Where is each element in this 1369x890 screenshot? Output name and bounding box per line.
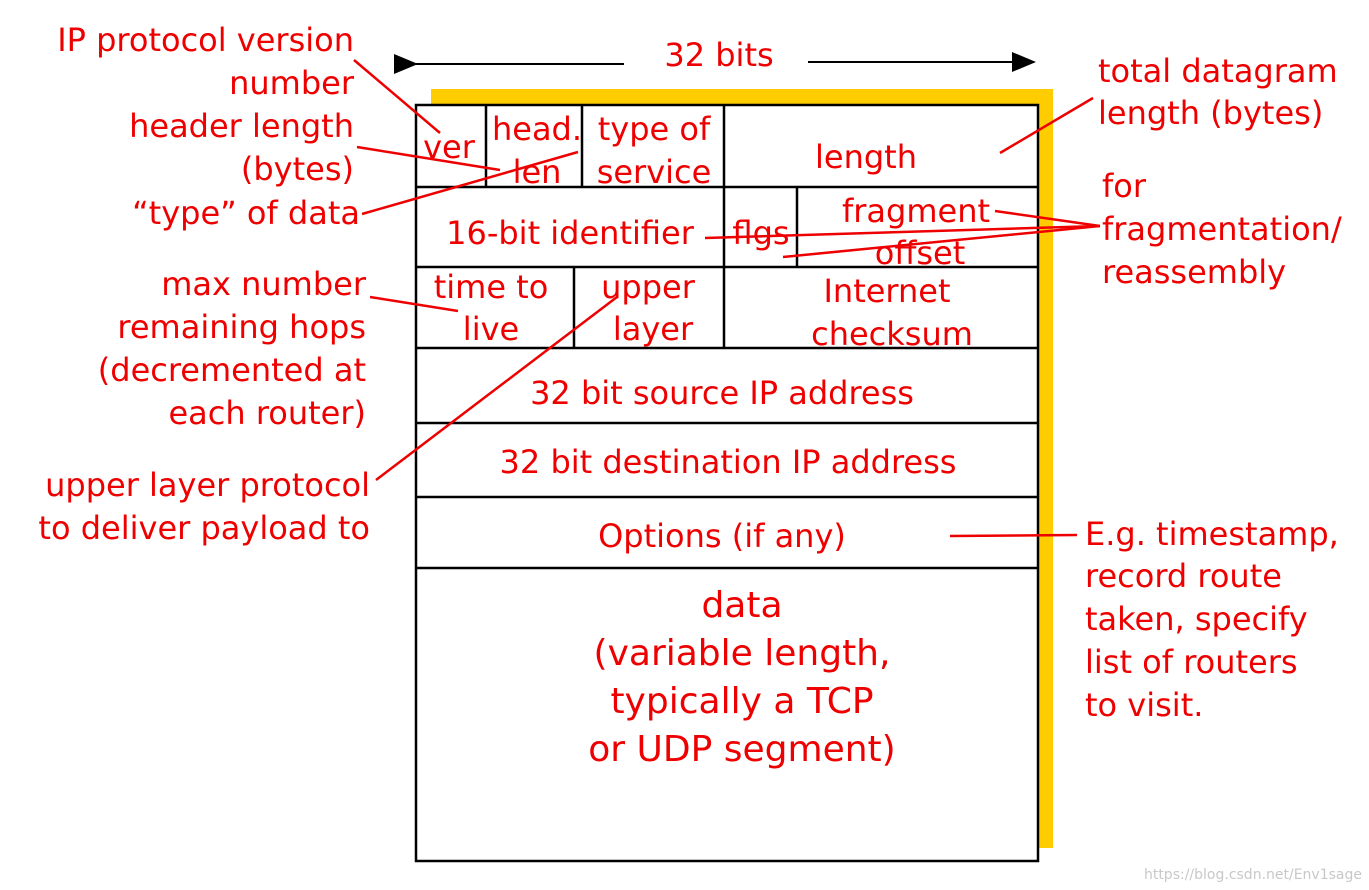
annot-options-1: E.g. timestamp, — [1085, 515, 1339, 553]
annot-total-length-1: total datagram — [1098, 52, 1338, 90]
annot-ttl-2: remaining hops — [117, 308, 366, 346]
field-tos-1: type of — [598, 110, 711, 148]
annot-fragmentation-2: fragmentation/ — [1102, 210, 1342, 248]
field-options: Options (if any) — [598, 517, 846, 555]
field-data-2: (variable length, — [594, 633, 891, 674]
watermark: https://blog.csdn.net/Env1sage — [1144, 867, 1362, 883]
field-upper-layer-1: upper — [601, 268, 696, 306]
annot-options-2: record route — [1085, 557, 1282, 595]
field-ttl-1: time to — [434, 268, 549, 306]
width-label: 32 bits — [664, 36, 773, 74]
field-identifier: 16-bit identifier — [446, 214, 695, 252]
annot-fragmentation-1: for — [1102, 167, 1147, 205]
field-length: length — [815, 138, 917, 176]
annot-header-length-2: (bytes) — [241, 150, 354, 188]
field-ttl-2: live — [463, 310, 519, 348]
field-ver: ver — [423, 128, 476, 166]
annot-options-5: to visit. — [1085, 686, 1203, 724]
field-data-1: data — [701, 585, 782, 626]
field-checksum-2: checksum — [811, 315, 973, 353]
annot-total-length-2: length (bytes) — [1098, 94, 1323, 132]
field-source-ip: 32 bit source IP address — [530, 374, 914, 412]
field-dest-ip: 32 bit destination IP address — [500, 443, 957, 481]
annot-tos: “type” of data — [132, 194, 360, 232]
field-tos-2: service — [597, 153, 712, 191]
annot-ttl-4: each router) — [168, 394, 366, 432]
field-data-4: or UDP segment) — [588, 729, 895, 770]
field-flags: flgs — [732, 214, 789, 252]
field-head-len-1: head. — [492, 110, 582, 148]
annot-header-length-1: header length — [129, 107, 354, 145]
annot-version-1: IP protocol version — [57, 21, 354, 59]
annot-options-4: list of routers — [1085, 643, 1298, 681]
annot-options-3: taken, specify — [1085, 600, 1308, 638]
field-checksum-1: Internet — [823, 272, 950, 310]
annot-fragmentation-3: reassembly — [1102, 253, 1286, 291]
annot-ttl-3: (decremented at — [98, 351, 366, 389]
leader-lines — [353, 59, 1101, 538]
field-frag-offset-1: fragment — [842, 192, 990, 230]
annot-protocol-1: upper layer protocol — [45, 466, 370, 504]
field-upper-layer-2: layer — [613, 310, 694, 348]
field-data-3: typically a TCP — [610, 681, 873, 722]
row-dividers — [416, 105, 1038, 570]
annot-version-2: number — [229, 64, 355, 102]
annot-protocol-2: to deliver payload to — [38, 509, 370, 547]
annot-ttl-1: max number — [161, 265, 367, 303]
